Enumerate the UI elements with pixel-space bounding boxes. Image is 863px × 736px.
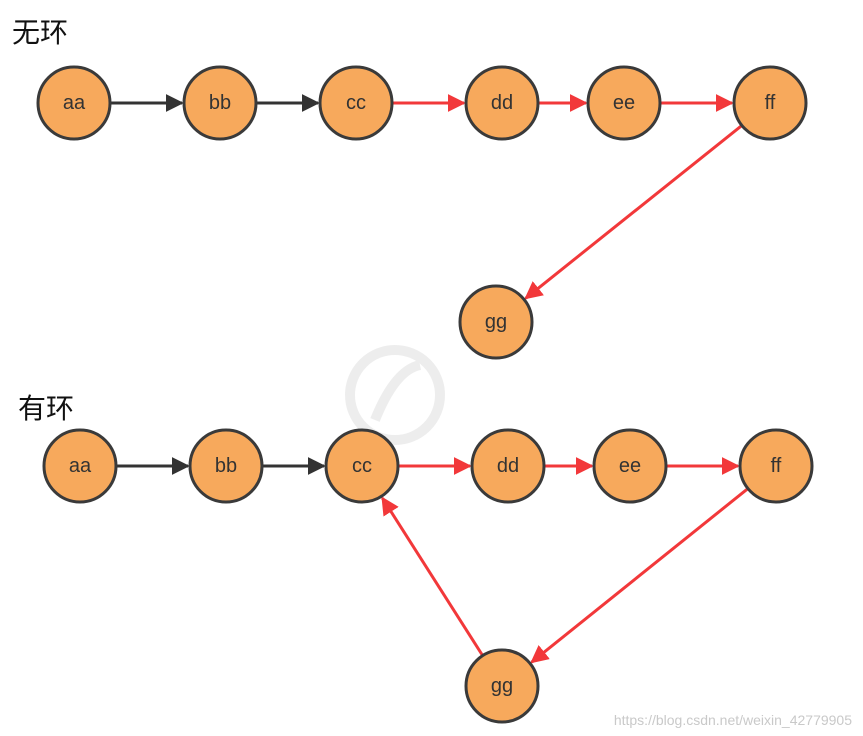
node-cyclic-bb: bb bbox=[188, 428, 264, 504]
node-acyclic-dd: dd bbox=[464, 65, 540, 141]
node-label: ff bbox=[771, 455, 782, 477]
node-acyclic-bb: bb bbox=[182, 65, 258, 141]
node-acyclic-ff: ff bbox=[732, 65, 808, 141]
node-circle bbox=[464, 65, 540, 141]
node-acyclic-gg: gg bbox=[458, 284, 534, 360]
node-label: cc bbox=[346, 92, 366, 114]
nodes-layer: aa bb cc dd ee ff gg aa bb cc dd ee ff gg bbox=[36, 65, 814, 724]
node-label: dd bbox=[491, 92, 513, 114]
node-label: ee bbox=[619, 455, 641, 477]
node-label: bb bbox=[209, 92, 231, 114]
node-circle bbox=[324, 428, 400, 504]
node-label: dd bbox=[497, 455, 519, 477]
node-circle bbox=[738, 428, 814, 504]
node-circle bbox=[36, 65, 112, 141]
node-label: cc bbox=[352, 455, 372, 477]
node-circle bbox=[586, 65, 662, 141]
node-circle bbox=[470, 428, 546, 504]
edge-cyclic-gg-to-cc bbox=[381, 496, 484, 657]
node-label: bb bbox=[215, 455, 237, 477]
node-circle bbox=[592, 428, 668, 504]
node-cyclic-aa: aa bbox=[42, 428, 118, 504]
node-cyclic-cc: cc bbox=[324, 428, 400, 504]
node-circle bbox=[182, 65, 258, 141]
node-cyclic-dd: dd bbox=[470, 428, 546, 504]
edge-cyclic-ff-to-gg bbox=[530, 487, 749, 664]
node-circle bbox=[318, 65, 394, 141]
background-logo-watermark bbox=[345, 345, 445, 445]
node-circle bbox=[188, 428, 264, 504]
diagram-title-cyclic: 有环 bbox=[18, 392, 74, 425]
edges-layer bbox=[110, 94, 749, 664]
node-label: ee bbox=[613, 92, 635, 114]
node-label: aa bbox=[69, 455, 92, 477]
node-circle bbox=[464, 648, 540, 724]
node-acyclic-aa: aa bbox=[36, 65, 112, 141]
edge-acyclic-ff-to-gg bbox=[524, 124, 743, 300]
node-label: ff bbox=[765, 92, 776, 114]
diagram-title-acyclic: 无环 bbox=[12, 16, 68, 49]
node-circle bbox=[732, 65, 808, 141]
node-acyclic-ee: ee bbox=[586, 65, 662, 141]
node-acyclic-cc: cc bbox=[318, 65, 394, 141]
node-cyclic-ff: ff bbox=[738, 428, 814, 504]
node-circle bbox=[458, 284, 534, 360]
node-cyclic-gg: gg bbox=[464, 648, 540, 724]
node-circle bbox=[42, 428, 118, 504]
node-label: gg bbox=[491, 675, 513, 697]
node-cyclic-ee: ee bbox=[592, 428, 668, 504]
blog-url-watermark: https://blog.csdn.net/weixin_42779905 bbox=[614, 712, 852, 728]
node-label: gg bbox=[485, 311, 507, 333]
node-label: aa bbox=[63, 92, 86, 114]
